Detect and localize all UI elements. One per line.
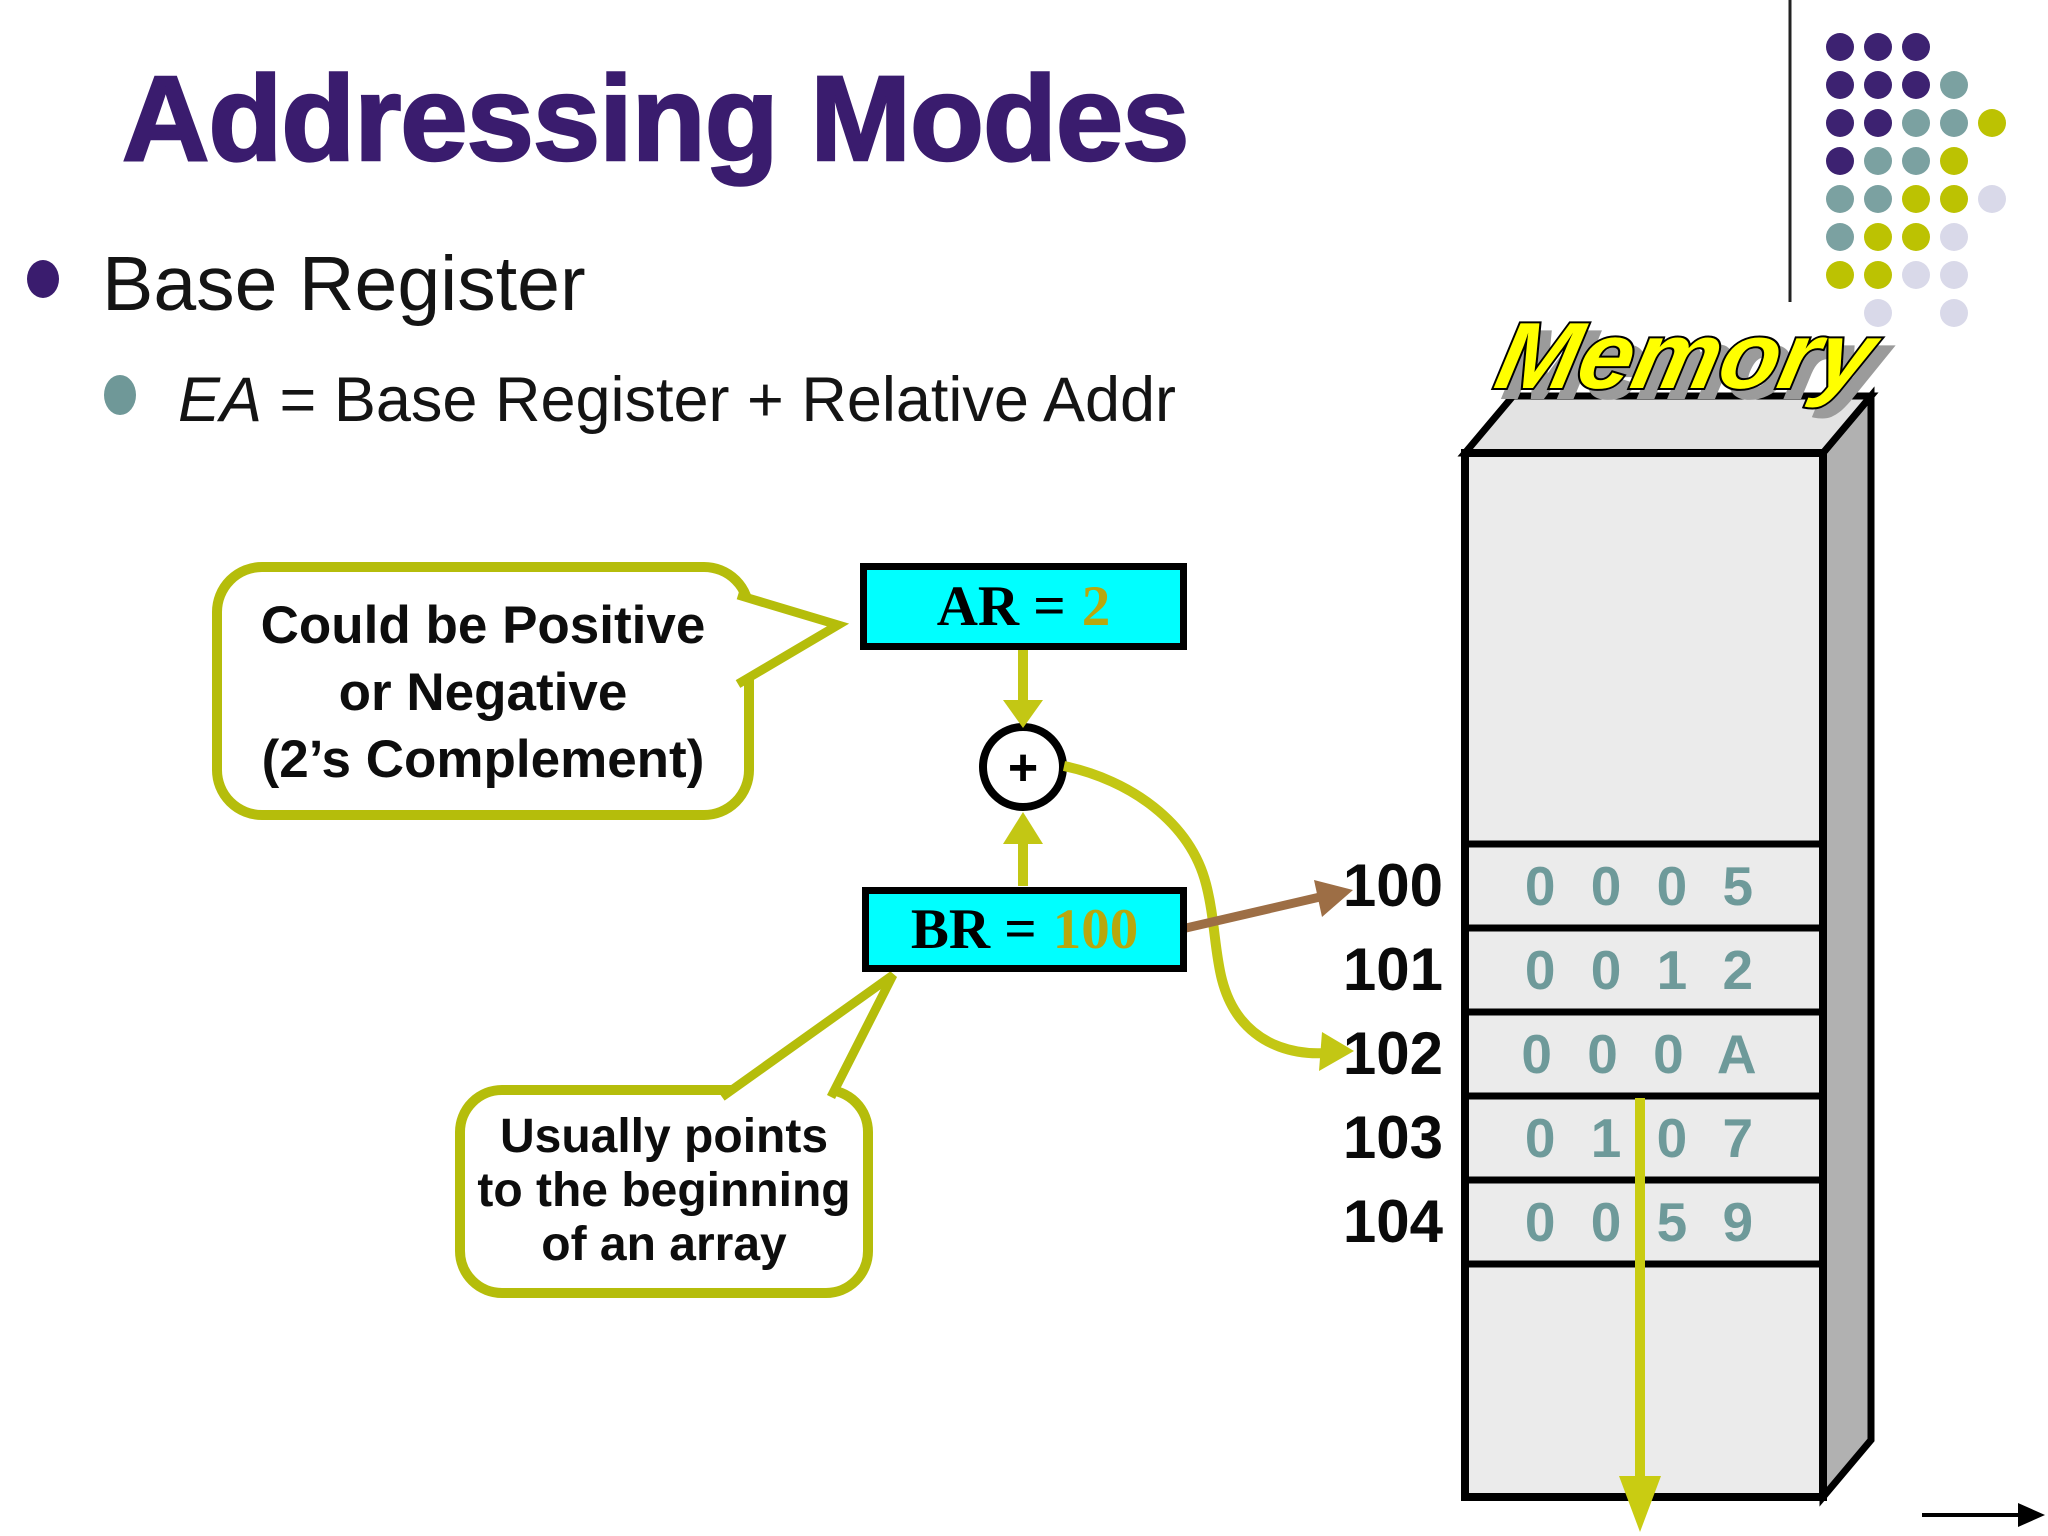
adder-plus-sign: + (1008, 739, 1038, 797)
arrow-memory-down (1619, 1098, 1661, 1532)
callout-positive-line1: Could be Positive (260, 596, 706, 655)
decorative-dot (1864, 299, 1892, 327)
decorative-dot (1940, 185, 1968, 213)
decorative-dot (1864, 185, 1892, 213)
br-label: BR = (910, 898, 1037, 961)
memory-cell-value: 0 0 1 2 (1524, 939, 1764, 1001)
decorative-dot (1826, 261, 1854, 289)
memory-cell-value: 0 1 0 7 (1524, 1107, 1764, 1169)
callout-positive-text: Could be Positive or Negative (2’s Compl… (217, 592, 749, 793)
callout-array-text: Usually points to the beginning of an ar… (460, 1110, 868, 1272)
decorative-dot (1978, 185, 2006, 213)
callout-array-pointer (719, 971, 898, 1101)
decorative-dots (1826, 33, 2006, 327)
decorative-dot (1902, 223, 1930, 251)
decorative-dot (1864, 147, 1892, 175)
memory-address: 100 (1342, 852, 1443, 919)
bullet-icon (27, 260, 59, 298)
callout-positive-line2: or Negative (338, 663, 628, 722)
decorative-dot (1826, 223, 1854, 251)
callout-array-line2: to the beginning (477, 1164, 851, 1217)
callout-array-line1: Usually points (499, 1110, 829, 1163)
decorative-dot (1864, 261, 1892, 289)
decorative-dot (1864, 223, 1892, 251)
decorative-dot (1826, 33, 1854, 61)
memory-cell-value: 0 0 0 A (1521, 1023, 1767, 1085)
memory-side-face (1819, 386, 1875, 1507)
callout-positive-pointer (735, 590, 850, 688)
br-register-box: BR =100 (862, 887, 1187, 972)
ea-italic: EA (178, 365, 263, 435)
decorative-dot (1978, 109, 2006, 137)
decorative-dot (1940, 261, 1968, 289)
memory-title-shadow: Memory (1498, 313, 1900, 418)
callout-positive-bubble (212, 562, 850, 820)
ar-value: 2 (1081, 575, 1111, 638)
memory-address: 104 (1342, 1188, 1443, 1255)
decorative-dot (1864, 109, 1892, 137)
decorative-dot (1902, 109, 1930, 137)
memory-title-wordart: Memory Memory (1486, 302, 1902, 420)
callout-array-bubble (455, 971, 898, 1298)
bullet-base-register: Base Register (102, 241, 586, 327)
arrow-ar-to-adder (1003, 650, 1043, 728)
memory-cell-value: 0 0 5 9 (1524, 1191, 1764, 1253)
decorative-dot (1940, 147, 1968, 175)
memory-address: 102 (1342, 1020, 1443, 1087)
callout-positive-line3: (2’s Complement) (261, 730, 705, 789)
decorative-dot (1826, 147, 1854, 175)
decorative-dot (1902, 33, 1930, 61)
bullet-ea-formula: EA = Base Register + Relative Addr (178, 369, 1176, 432)
decorative-dot (1902, 147, 1930, 175)
br-value: 100 (1052, 898, 1139, 961)
decorative-dot (1826, 185, 1854, 213)
arrow-adder-to-102 (1062, 761, 1354, 1071)
decorative-dot (1940, 71, 1968, 99)
sub-bullet-icon (104, 375, 136, 415)
memory-address: 101 (1342, 936, 1443, 1003)
decorative-dot (1940, 109, 1968, 137)
ea-formula-rest: = Base Register + Relative Addr (262, 365, 1177, 435)
memory-address: 103 (1342, 1104, 1443, 1171)
decorative-dot (1826, 109, 1854, 137)
memory-cell-value: 0 0 0 5 (1524, 855, 1764, 917)
arrow-br-to-100 (1184, 880, 1353, 933)
arrow-br-to-adder (1003, 812, 1043, 886)
next-arrow-icon (1922, 1503, 2045, 1527)
decorative-dot (1826, 71, 1854, 99)
decorative-dot (1940, 299, 1968, 327)
decorative-dot (1940, 223, 1968, 251)
decorative-dot (1902, 185, 1930, 213)
page-title: Addressing Modes (121, 50, 1191, 186)
memory-title-text: Memory (1488, 304, 1890, 409)
ar-register-box: AR =2 (860, 563, 1187, 650)
callout-array-line3: of an array (541, 1218, 787, 1271)
decorative-dot (1902, 71, 1930, 99)
decorative-dot (1864, 33, 1892, 61)
decorative-dot (1902, 261, 1930, 289)
ar-label: AR = (936, 575, 1066, 638)
decorative-dot (1864, 71, 1892, 99)
